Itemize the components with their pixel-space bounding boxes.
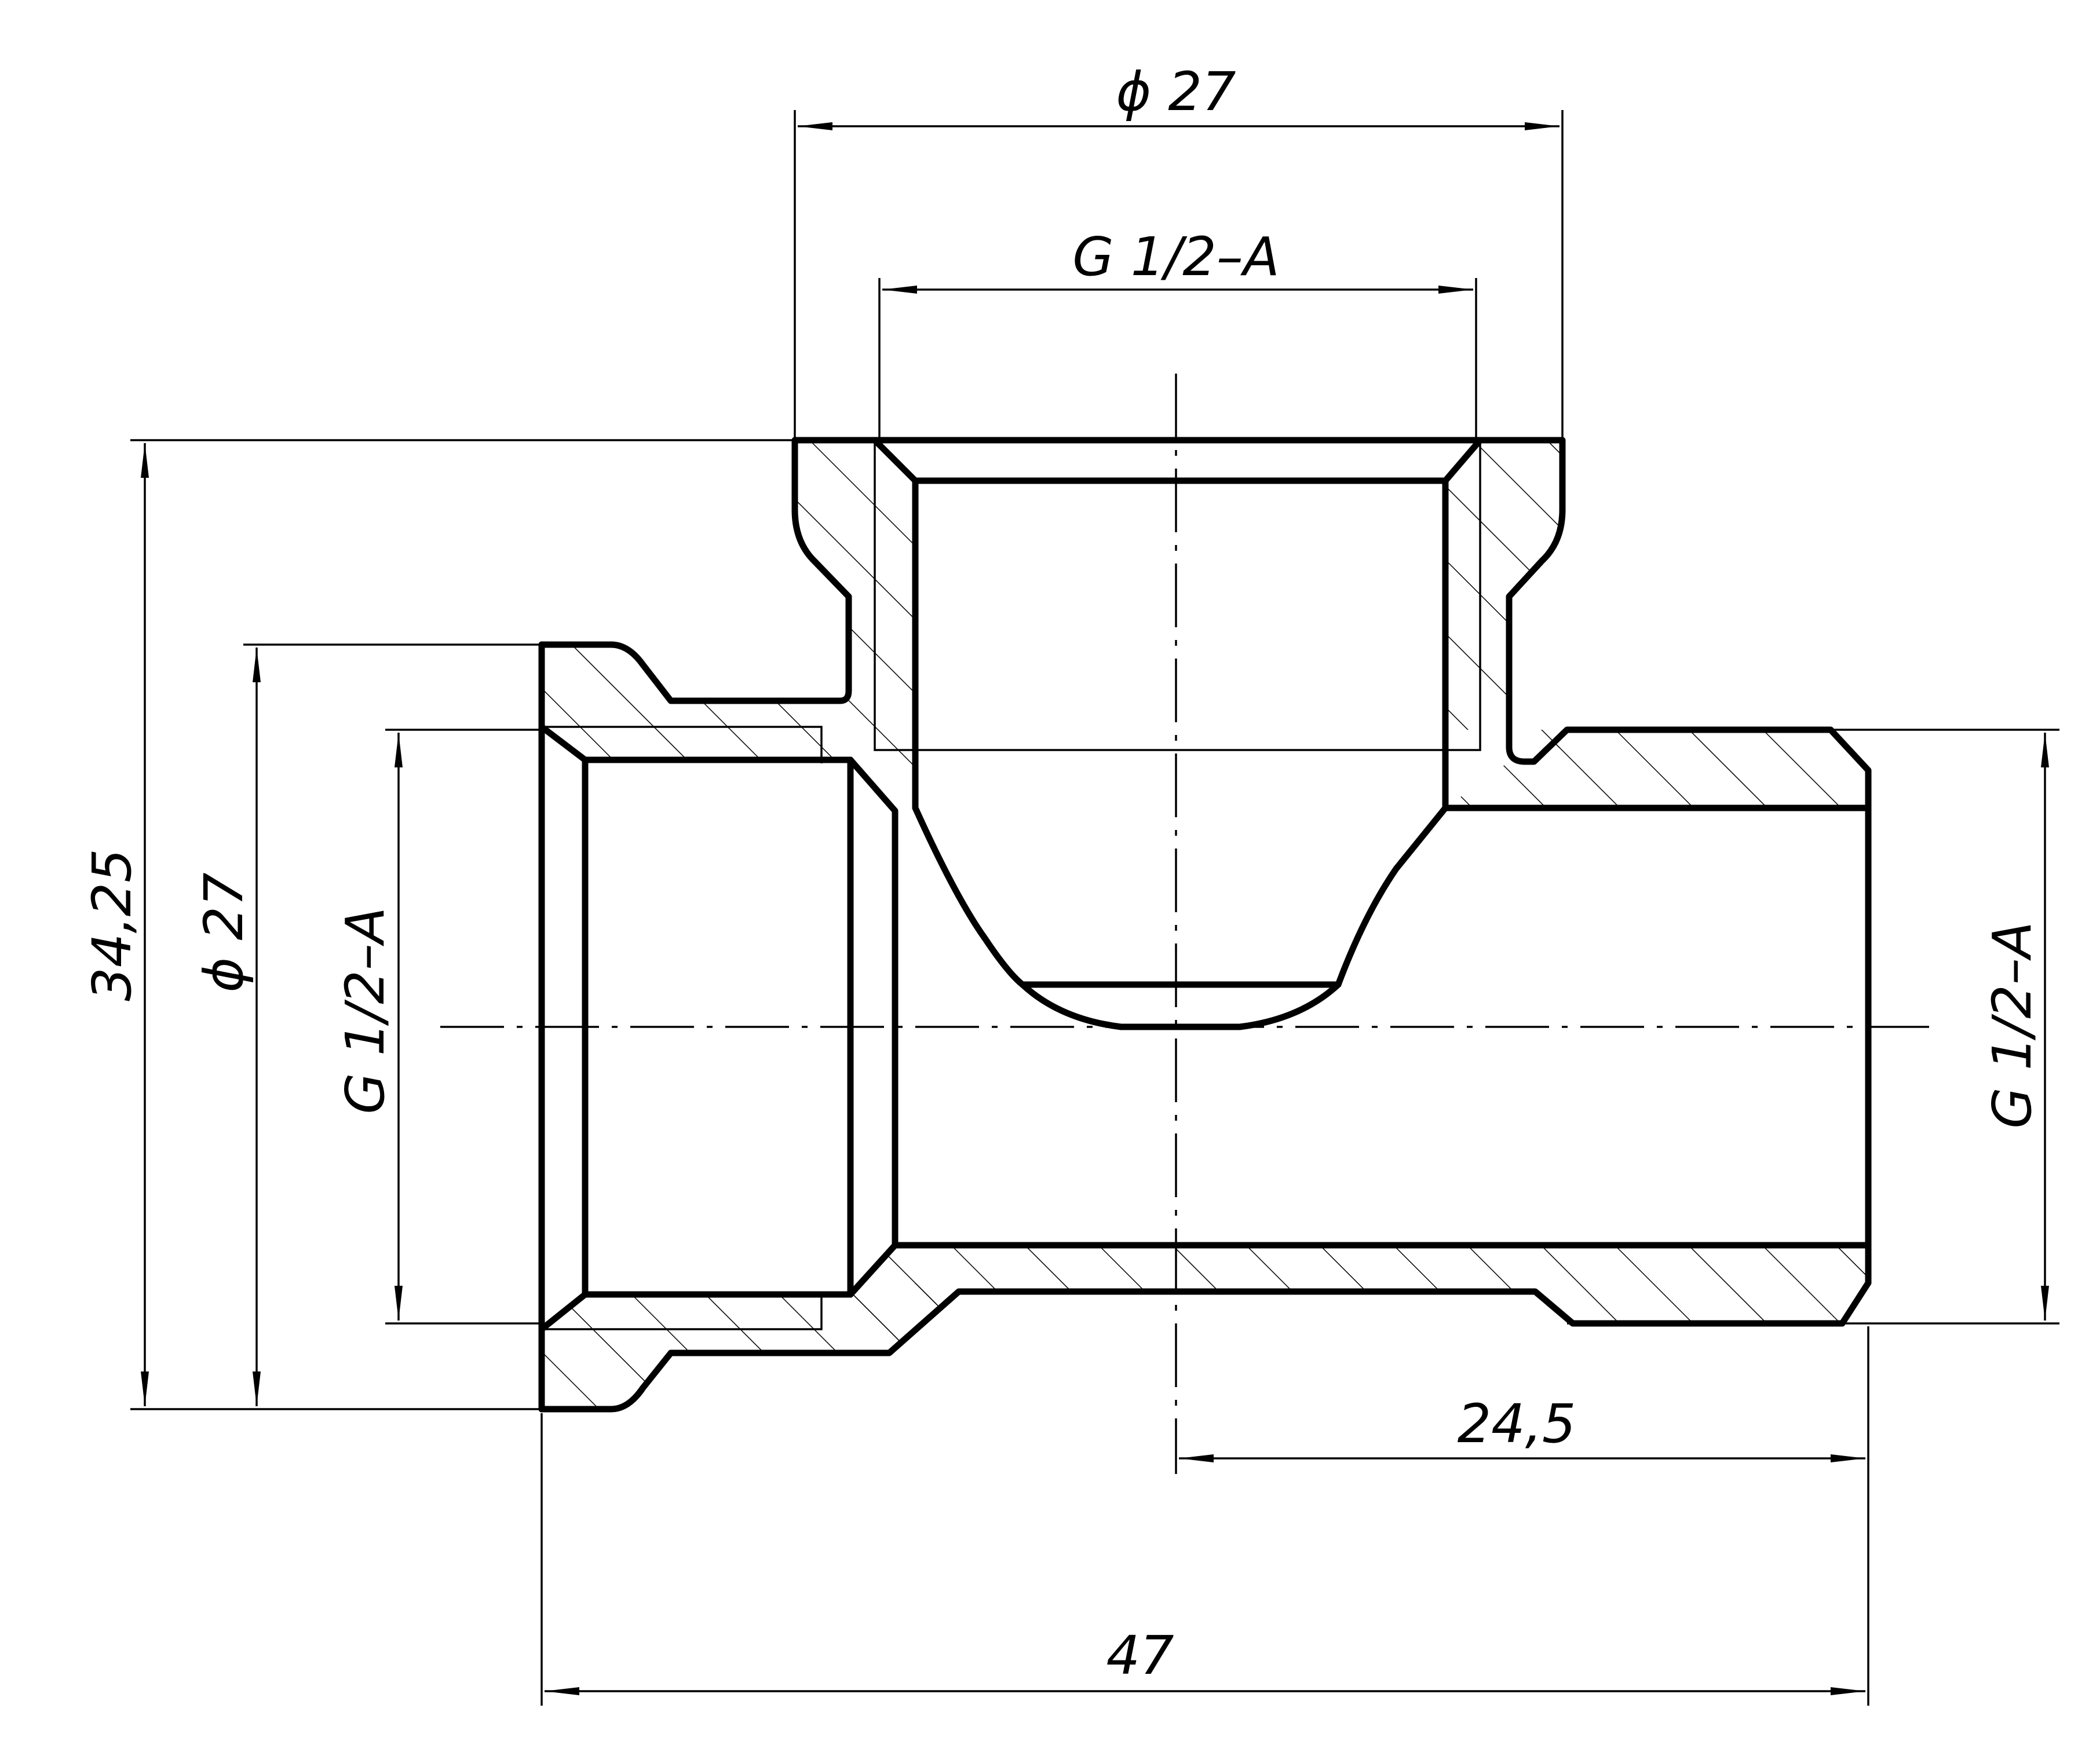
label-left-height: 34,25 <box>81 848 143 1001</box>
label-offset-length: 24,5 <box>1458 1393 1576 1455</box>
left-socket <box>538 723 899 1333</box>
top-bore-walls <box>912 477 1449 811</box>
label-top-outer: ϕ 27 <box>1116 61 1236 123</box>
left-lower-wall <box>542 1283 1445 1409</box>
dimension-lines <box>130 110 2059 1706</box>
dimension-labels: ϕ 27 G 1/2–A 34,25 ϕ 27 G 1/2–A G 1/2–A … <box>81 61 2043 1687</box>
top-thread-root <box>874 440 1481 751</box>
body-outline <box>538 437 1872 1413</box>
bottom-run-wall <box>850 1245 1868 1352</box>
left-socket-floor <box>582 756 854 1298</box>
wall-section-hatching <box>542 440 1868 1409</box>
top-left-wall <box>795 440 915 805</box>
left-thread-root-lower <box>542 1294 823 1330</box>
outer-contour <box>538 437 1872 1413</box>
label-left-outer: ϕ 27 <box>193 873 255 993</box>
label-top-thread: G 1/2–A <box>1072 226 1280 288</box>
center-lines <box>440 374 1938 1474</box>
run-bore-top <box>912 804 1872 988</box>
label-left-thread: G 1/2–A <box>334 907 396 1114</box>
top-bore <box>871 437 1484 484</box>
label-overall-length: 47 <box>1106 1625 1174 1687</box>
thread-root-lines <box>542 440 1868 1330</box>
label-right-thread: G 1/2–A <box>1981 921 2043 1129</box>
drill-point <box>1019 981 1342 1030</box>
left-thread-root-upper <box>542 726 823 763</box>
